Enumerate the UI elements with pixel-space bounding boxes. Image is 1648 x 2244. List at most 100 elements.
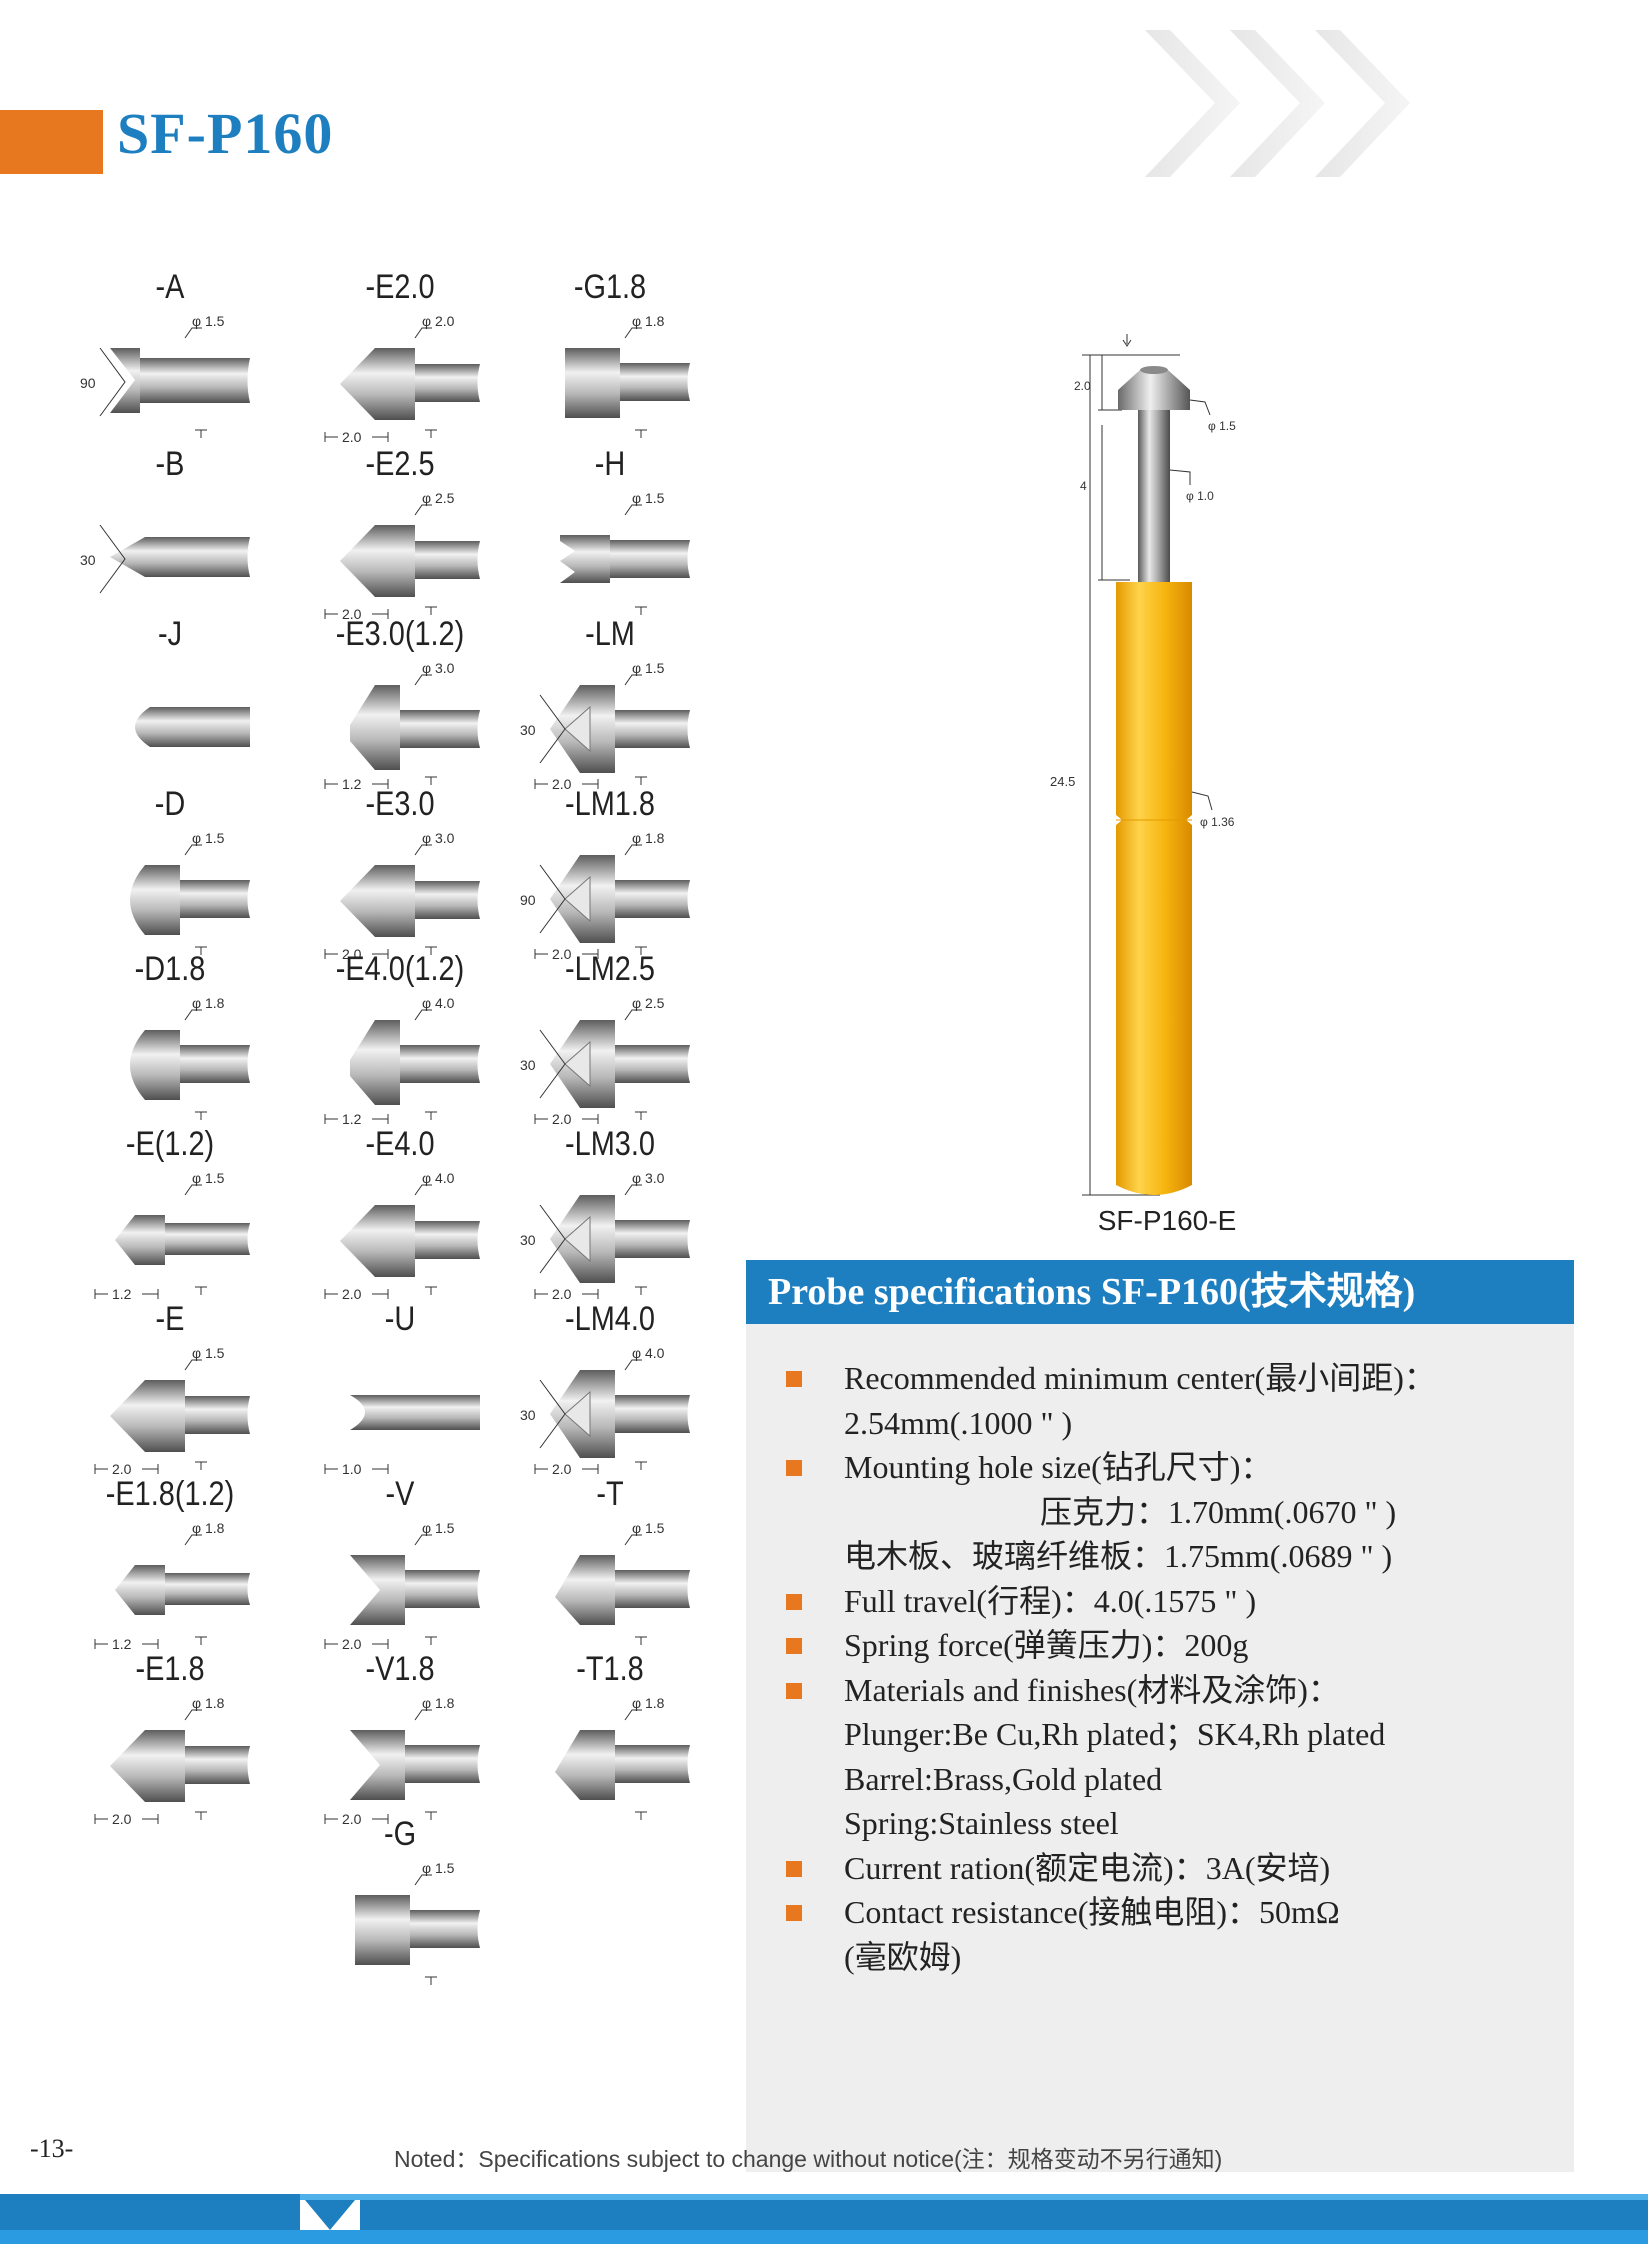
tip-drawing: φ 1.5 bbox=[555, 1520, 690, 1645]
spec-line-text: Spring force(弹簧压力)：200g bbox=[844, 1627, 1249, 1663]
tip-drawing: 1.0 bbox=[324, 1395, 480, 1475]
tip-drawing: φ 1.5 2.0 bbox=[324, 1520, 480, 1650]
bullet-icon bbox=[786, 1905, 802, 1921]
tip-dim-diameter: φ 1.5 bbox=[632, 660, 665, 676]
spec-line: 电木板、玻璃纤维板：1.75mm(.0689 " ) bbox=[776, 1534, 1556, 1579]
spec-line-text: Plunger:Be Cu,Rh plated；SK4,Rh plated bbox=[844, 1716, 1386, 1752]
probe-dim-barrel-diameter: φ 1.36 bbox=[1200, 815, 1235, 829]
chevron-decoration-icon bbox=[1145, 30, 1410, 177]
tip-dim-length: 2.0 bbox=[552, 1461, 572, 1475]
tip-label: -E4.0(1.2) bbox=[335, 950, 465, 988]
tip-label: -G1.8 bbox=[573, 268, 647, 306]
tip-label: -E1.8(1.2) bbox=[105, 1475, 235, 1513]
tip-dim-length: 2.0 bbox=[552, 1111, 572, 1125]
tip-drawing: φ 3.02.0 bbox=[324, 830, 480, 960]
tip-drawing: φ 2.52.0 bbox=[324, 490, 480, 620]
spec-line: Contact resistance(接触电阻)：50mΩ bbox=[776, 1890, 1556, 1935]
tip-label: -A bbox=[155, 268, 185, 306]
spec-line-text: Barrel:Brass,Gold plated bbox=[844, 1760, 1163, 1797]
tip-dim-length: 2.0 bbox=[342, 946, 362, 960]
tip-dim-length: 2.0 bbox=[552, 946, 572, 960]
tip-u: -U 1.0 bbox=[310, 1300, 510, 1475]
tip-drawing: φ 4.02.0 bbox=[324, 1170, 480, 1300]
tip-drawing: φ 2.02.0 bbox=[324, 313, 480, 443]
spec-line-text: Spring:Stainless steel bbox=[844, 1805, 1119, 1841]
spec-line-text: Full travel(行程)：4.0(.1575 " ) bbox=[844, 1582, 1257, 1619]
tip-dim-length: 2.0 bbox=[112, 1461, 132, 1475]
spec-line: (毫欧姆) bbox=[776, 1935, 1556, 1980]
tip-label: -T1.8 bbox=[576, 1650, 644, 1688]
probe-dim-total-length: 24.5 bbox=[1050, 774, 1075, 789]
tip-dim-diameter: φ 1.5 bbox=[422, 1520, 455, 1536]
probe-drawing: 2.0 φ 1.5 4 φ 1.0 24.5 φ 1.36 bbox=[1050, 334, 1236, 1196]
tip-dim-diameter: φ 4.0 bbox=[632, 1345, 665, 1361]
bullet-icon bbox=[786, 1593, 802, 1610]
tip-dim-length: 1.2 bbox=[112, 1286, 132, 1300]
tip-label: -LM4.0 bbox=[565, 1300, 655, 1338]
tip-label: -E bbox=[155, 1300, 185, 1338]
spec-line-text: (毫欧姆) bbox=[844, 1938, 962, 1975]
tip-dim-length: 2.0 bbox=[552, 1286, 572, 1300]
spec-line-text: 电木板、玻璃纤维板：1.75mm(.0689 " ) bbox=[844, 1538, 1393, 1574]
tip-dim-length: 1.2 bbox=[342, 776, 362, 790]
tip-dim-length: 2.0 bbox=[342, 1286, 362, 1300]
spec-line-text: Contact resistance(接触电阻)：50mΩ bbox=[844, 1894, 1340, 1930]
tip-label: -U bbox=[384, 1300, 416, 1338]
bullet-icon bbox=[786, 1371, 802, 1387]
tip-drawing: φ 1.5 bbox=[355, 1860, 480, 1985]
tip-label: -V bbox=[385, 1475, 415, 1513]
tip-drawing: φ 1.5 2.0 bbox=[94, 1345, 250, 1475]
spec-line-text: Mounting hole size(钻孔尺寸)： bbox=[844, 1449, 1273, 1485]
spec-line: 压克力：1.70mm(.0670 " ) bbox=[776, 1490, 1556, 1535]
tip-dim-diameter: φ 1.8 bbox=[632, 313, 665, 329]
tip-dim-diameter: φ 2.5 bbox=[632, 995, 665, 1011]
spec-list: Recommended minimum center(最小间距)：2.54mm(… bbox=[776, 1356, 1556, 1979]
tip-dim-diameter: φ 2.5 bbox=[422, 490, 455, 506]
probe-caption: SF-P160-E bbox=[1097, 1205, 1237, 1236]
tip-label: -B bbox=[155, 445, 185, 483]
tip-dim-diameter: φ 1.8 bbox=[632, 1695, 665, 1711]
spec-line: 2.54mm(.1000 " ) bbox=[776, 1401, 1556, 1446]
tip-dim-diameter: φ 3.0 bbox=[422, 660, 455, 676]
tip-label: -E4.0 bbox=[365, 1125, 435, 1163]
tip-dim-angle: 90 bbox=[520, 892, 536, 908]
spec-line: Mounting hole size(钻孔尺寸)： bbox=[776, 1445, 1556, 1490]
tip-drawing: φ 1.5 bbox=[130, 830, 250, 955]
spec-line: Spring force(弹簧压力)：200g bbox=[776, 1623, 1556, 1668]
tip-drawing: φ 1.8 bbox=[130, 995, 250, 1120]
tip-dim-diameter: φ 3.0 bbox=[632, 1170, 665, 1186]
tip-dim-diameter: φ 1.5 bbox=[192, 313, 225, 329]
tip-label: -E1.8 bbox=[135, 1650, 205, 1688]
spec-header: Probe specifications SF-P160(技术规格) bbox=[746, 1260, 1574, 1324]
tip-dim-length: 2.0 bbox=[112, 1811, 132, 1825]
tip-dim-diameter: φ 1.8 bbox=[192, 1520, 225, 1536]
tip-dim-length: 2.0 bbox=[342, 429, 362, 443]
tip-dim-length: 2.0 bbox=[342, 1636, 362, 1650]
tip-drawing: φ 1.81.2 bbox=[94, 1520, 250, 1650]
footer-band bbox=[0, 2194, 1648, 2244]
tip-dim-length: 1.2 bbox=[342, 1111, 362, 1125]
tip-label: -E2.5 bbox=[365, 445, 435, 483]
tip-label: -LM2.5 bbox=[565, 950, 655, 988]
spec-line: Recommended minimum center(最小间距)： bbox=[776, 1356, 1556, 1401]
tip-drawing: φ 1.82.0 bbox=[94, 1695, 250, 1825]
tip-dim-diameter: φ 1.5 bbox=[192, 1345, 225, 1361]
tip-label: -E2.0 bbox=[365, 268, 435, 306]
tip-e: -E φ 1.5 2.0 bbox=[80, 1300, 280, 1475]
